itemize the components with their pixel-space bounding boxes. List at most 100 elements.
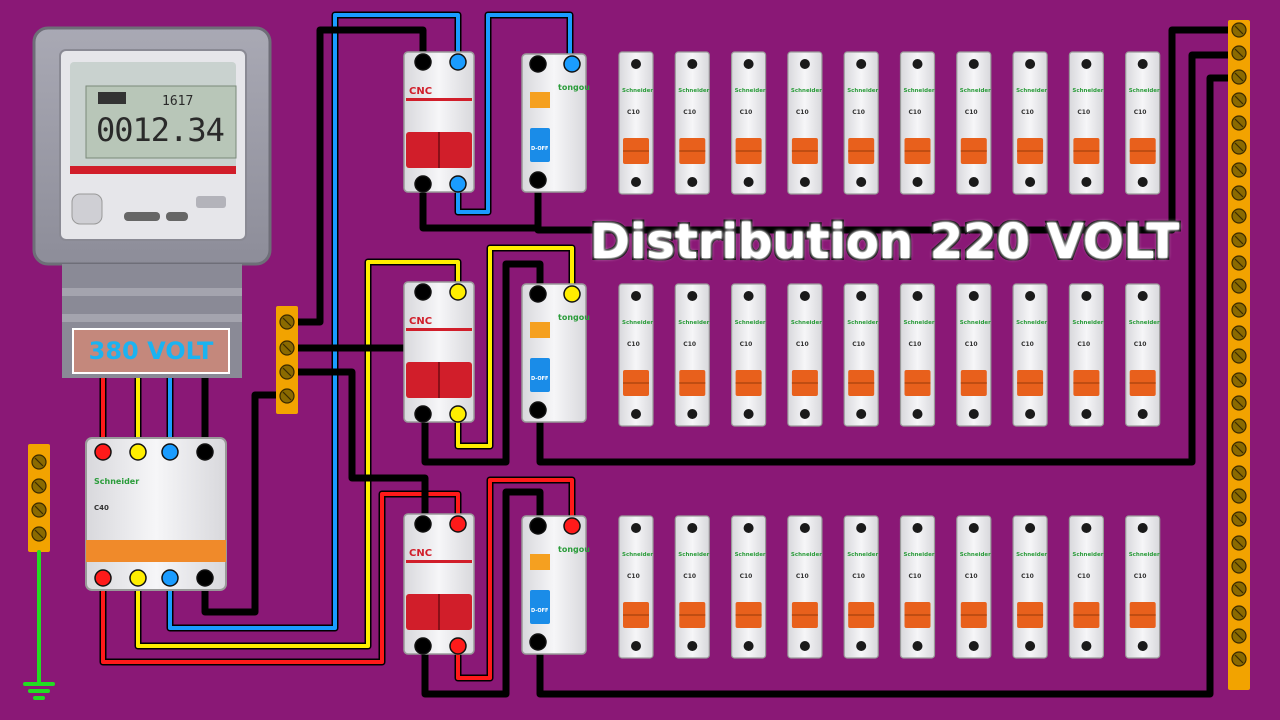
mcb-handle-split <box>438 362 440 398</box>
terminal-black <box>414 637 432 655</box>
branch-breaker-body <box>1068 51 1105 195</box>
branch-terminal <box>856 409 867 419</box>
branch-breaker-body <box>674 515 710 659</box>
branch-breaker-brand: Schneider <box>904 552 935 558</box>
busbar-screw-slot <box>1234 25 1244 35</box>
branch-terminal <box>912 291 923 301</box>
branch-breaker-rating: C10 <box>909 109 922 116</box>
wire-black <box>422 489 543 697</box>
busbar-screw-slot <box>282 343 292 353</box>
branch-breaker-rating: C10 <box>1134 109 1147 116</box>
branch-breaker-body <box>956 51 992 195</box>
branch-breaker-brand: Schneider <box>847 320 878 326</box>
branch-terminal <box>1081 523 1092 533</box>
branch-terminal <box>687 177 698 187</box>
branch-breaker-body <box>674 51 710 195</box>
branch-terminal <box>856 641 867 651</box>
mcb-body <box>403 513 475 655</box>
branch-breaker-body <box>618 515 654 659</box>
branch-terminal <box>631 291 641 301</box>
busbar-screw-slot <box>1234 491 1244 501</box>
branch-breaker-rating: C10 <box>852 573 865 580</box>
wire-red <box>101 492 460 664</box>
branch-breaker-rating: C10 <box>740 109 753 116</box>
branch-breaker-rating: C10 <box>796 573 809 580</box>
mcb-body <box>403 51 475 193</box>
branch-terminal <box>1025 523 1036 533</box>
branch-breaker-body <box>1012 283 1048 427</box>
mcb-handle-split <box>438 132 440 168</box>
wire-black <box>202 392 290 615</box>
wire-blue <box>456 13 572 214</box>
rcd-handle <box>530 358 550 392</box>
terminal-red <box>563 517 581 535</box>
terminal-black <box>414 53 432 71</box>
terminal-blue <box>563 55 581 73</box>
terminal-black <box>414 283 432 301</box>
branch-breaker-rating: C10 <box>627 573 640 580</box>
branch-breaker-brand: Schneider <box>904 88 935 94</box>
branch-terminal <box>856 59 867 69</box>
branch-breaker-brand: Schneider <box>622 88 653 94</box>
busbar-screw-slot <box>1234 584 1244 594</box>
meter-small-reading: 1617 <box>162 94 194 109</box>
branch-breaker-brand: Schneider <box>1129 552 1160 558</box>
branch-breaker-brand: Schneider <box>960 552 991 558</box>
branch-breaker-rating: C10 <box>740 573 753 580</box>
branch-breaker-body <box>730 51 767 195</box>
branch-breaker-body <box>1125 283 1161 427</box>
terminal-red <box>94 569 112 587</box>
branch-terminal <box>687 59 698 69</box>
branch-breaker-rating: C10 <box>796 109 809 116</box>
branch-breaker-brand: Schneider <box>1129 320 1160 326</box>
branch-breaker-brand: Schneider <box>1072 320 1103 326</box>
branch-breaker-brand: Schneider <box>1072 552 1103 558</box>
branch-terminal <box>1025 641 1036 651</box>
branch-terminal <box>912 59 923 69</box>
branch-terminal <box>743 641 754 651</box>
busbar-screw-slot <box>1234 654 1244 664</box>
rcd-brand: tongou <box>558 83 590 92</box>
branch-terminal <box>856 523 867 533</box>
branch-breaker-rating: C10 <box>796 341 809 348</box>
terminal-red <box>449 637 467 655</box>
branch-terminal <box>743 409 754 419</box>
branch-breaker-body <box>618 283 654 427</box>
busbar-screw-slot <box>1234 48 1244 58</box>
energy-meter-icon <box>32 26 272 378</box>
busbar-screw-slot <box>1234 235 1244 245</box>
branch-terminal <box>799 59 810 69</box>
rcd-handle-label: D-OFF <box>531 146 548 152</box>
branch-breaker-brand: Schneider <box>791 88 822 94</box>
terminal-points <box>94 53 1148 655</box>
rcd-handle <box>530 128 550 162</box>
busbar-screw-slot <box>1234 281 1244 291</box>
terminal-red <box>94 443 112 461</box>
branch-breaker-brand: Schneider <box>791 552 822 558</box>
meter-reading: 0012.34 <box>96 111 225 149</box>
busbar-screw-slot <box>1234 118 1244 128</box>
branch-breaker-body <box>787 515 823 659</box>
branch-terminal <box>799 641 810 651</box>
branch-terminal <box>687 291 698 301</box>
wire-black <box>537 52 1241 465</box>
terminal-black <box>196 443 214 461</box>
rcd-brand: tongou <box>558 313 590 322</box>
branch-terminal <box>1081 409 1092 419</box>
branch-breaker-body <box>1012 51 1048 195</box>
busbar-screw-slot <box>1234 328 1244 338</box>
branch-terminal <box>968 177 979 187</box>
rcd-test-button <box>530 92 550 108</box>
rcd-handle-label: D-OFF <box>531 376 548 382</box>
branch-breaker-body <box>674 283 710 427</box>
terminal-yellow <box>563 285 581 303</box>
branch-breaker-brand: Schneider <box>1016 88 1047 94</box>
terminal-yellow <box>129 443 147 461</box>
branch-breaker-body <box>1068 515 1105 659</box>
branch-breaker-rating: C10 <box>1077 109 1090 116</box>
